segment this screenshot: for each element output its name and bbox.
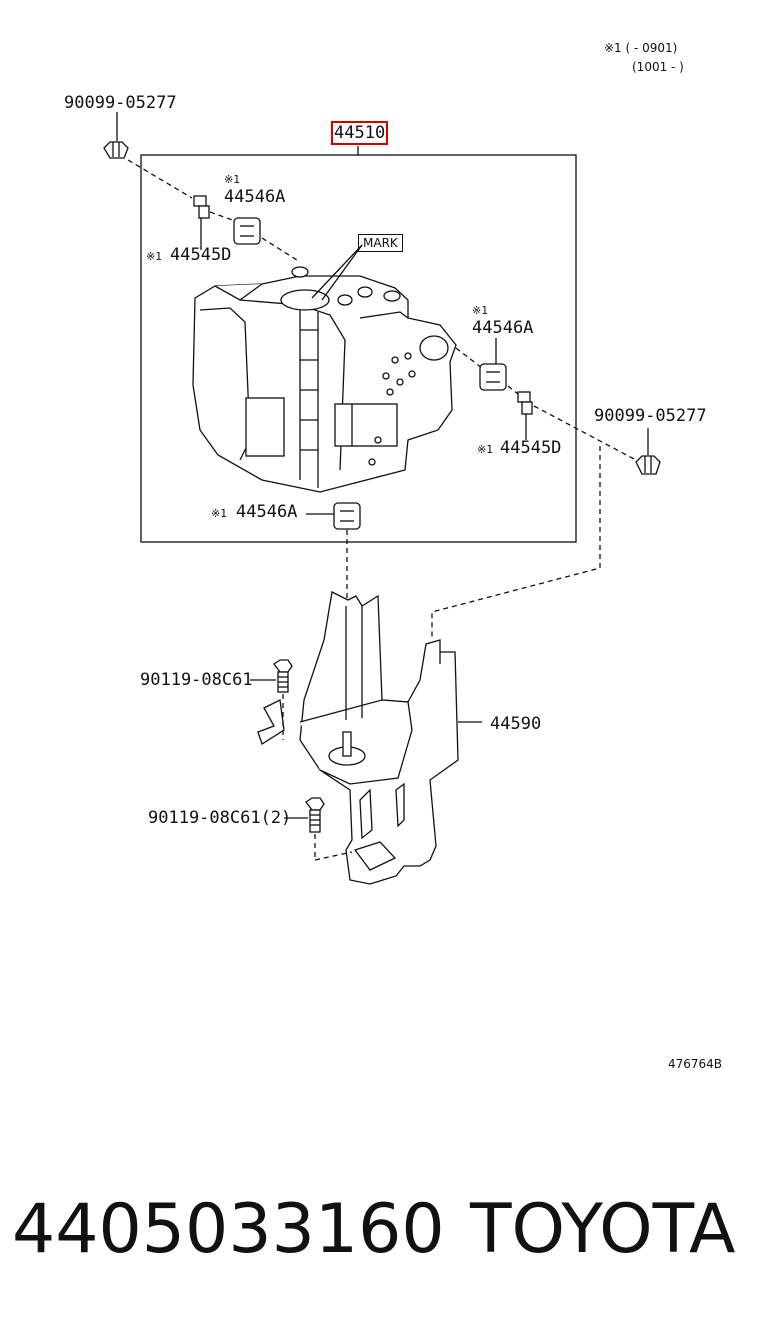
part-label-bracket-bolt-upper: 90119-08C61 [140,670,253,690]
bolt-top-left [103,112,129,159]
mark-callout: MARK [358,234,403,252]
ref-mark-damper-right: ※1 [472,304,488,317]
bolt-right [635,428,661,475]
damper-top [233,217,261,245]
part-label-stud-right: 44545D [500,438,562,458]
stud-right [517,391,533,440]
ref-mark-stud-right: ※1 [477,443,493,456]
part-label-bolt-top-left: 90099-05277 [64,93,177,113]
part-label-damper-top: 44546A [224,187,286,207]
legend-line-1: ※1 ( - 0901) [604,41,678,55]
part-label-damper-right: 44546A [472,318,534,338]
part-label-bracket: 44590 [490,714,542,734]
part-label-bracket-bolt-lower: 90119-08C61(2) [148,808,292,828]
bracket-bolt-lower [284,797,325,833]
part-label-bolt-right: 90099-05277 [594,406,707,426]
stud-left [193,195,210,250]
damper-bottom [306,502,361,530]
part-label-damper-bottom: 44546A [236,502,298,522]
bracket-body [257,591,459,885]
ref-mark-damper-bottom: ※1 [211,507,227,520]
footer-part-number: 4405033160 [12,1190,445,1269]
ref-mark-damper-top: ※1 [224,173,240,186]
abs-actuator-body [192,266,457,493]
ref-mark-stud-left: ※1 [146,250,162,263]
part-label-stud-left: 44545D [170,245,232,265]
footer-brand: TOYOTA [470,1190,736,1269]
bracket-bolt-upper [250,659,293,693]
legend-line-2: (1001 - ) [632,60,684,74]
diagram-id: 476764B [668,1057,723,1071]
damper-right [479,363,507,391]
part-label-actuator-highlight: 44510 [331,121,389,145]
part-label-actuator: 44510 [331,121,389,145]
